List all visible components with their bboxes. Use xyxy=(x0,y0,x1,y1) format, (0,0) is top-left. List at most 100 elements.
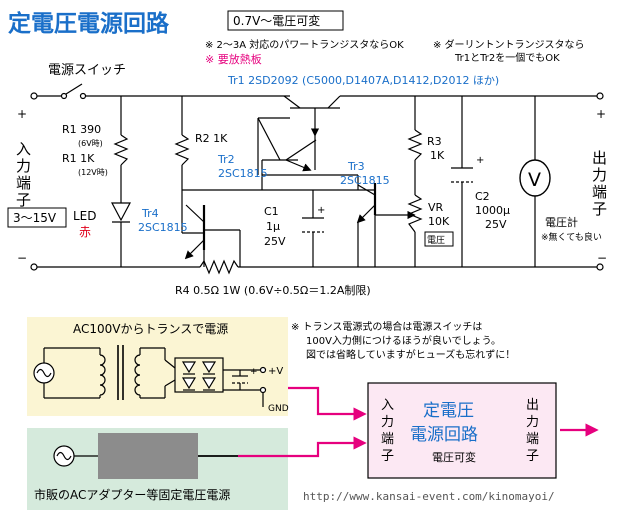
r4-label: R4 0.5Ω 1W (0.6V÷0.5Ω＝1.2A制限) xyxy=(175,284,371,297)
tr2-part: 2SC1815 xyxy=(218,167,268,180)
tr3-name: Tr3 xyxy=(347,160,365,173)
tr4-transistor-icon xyxy=(182,204,206,260)
svg-text:端: 端 xyxy=(381,432,394,447)
svg-text:出: 出 xyxy=(526,398,539,413)
input-terminal-vertical: 入 力 端 子 xyxy=(16,140,31,209)
wiring xyxy=(37,95,597,268)
svg-text:入: 入 xyxy=(381,398,394,413)
c2-name: C2 xyxy=(475,190,490,203)
svg-text:力: 力 xyxy=(526,415,539,430)
tr3-part: 2SC1815 xyxy=(340,174,390,187)
transformer-note-2: 100V入力側につけるほうが良いでしょう。 xyxy=(306,334,501,347)
svg-text:子: 子 xyxy=(592,200,607,218)
svg-text:子: 子 xyxy=(381,449,394,464)
adapter-ac-source-icon xyxy=(53,445,98,467)
transformer-icon xyxy=(99,345,166,400)
led-icon xyxy=(111,202,131,223)
r2-label: R2 1K xyxy=(195,132,228,145)
r1b-note: (12V時) xyxy=(78,168,108,177)
led-label: LED xyxy=(73,209,97,223)
tr3-transistor-icon xyxy=(356,183,377,267)
input-plus: + xyxy=(17,107,27,121)
r1a-label: R1 390 xyxy=(62,123,101,136)
input-range: 3〜15V xyxy=(13,211,57,225)
transformer-title: AC100Vからトランスで電源 xyxy=(73,322,228,336)
r1-resistor-icon xyxy=(113,134,129,166)
transformer-panel xyxy=(27,317,288,416)
voltmeter-symbol: V xyxy=(528,169,541,191)
svg-text:力: 力 xyxy=(592,166,607,184)
box-subtitle: 電圧可変 xyxy=(432,450,476,464)
note-power-transistor: ※ 2〜3A 対応のパワートランジスタならOK xyxy=(205,38,404,51)
transformer-plus-v: +V xyxy=(268,366,283,377)
r3-resistor-icon xyxy=(407,129,423,161)
r3-name: R3 xyxy=(427,135,442,148)
svg-text:子: 子 xyxy=(16,191,31,209)
switch-label: 電源スイッチ xyxy=(48,63,126,78)
svg-text:入: 入 xyxy=(16,140,31,158)
adapter-body xyxy=(98,433,198,479)
c1-plus: + xyxy=(317,205,325,216)
output-terminal-vertical: 出 力 端 子 xyxy=(592,149,607,218)
tr2-name: Tr2 xyxy=(217,153,235,166)
page-title: 定電圧電源回路 xyxy=(8,10,170,37)
transformer-note-1: ※ トランス電源式の場合は電源スイッチは xyxy=(291,320,482,333)
r4-resistor-icon xyxy=(199,259,239,275)
tr4-part: 2SC1815 xyxy=(138,221,188,234)
c1-value: 1μ xyxy=(266,220,280,233)
svg-text:端: 端 xyxy=(16,174,31,192)
c2-plus: + xyxy=(476,155,484,166)
voltmeter-note: ※無くても良い xyxy=(541,231,602,243)
switch-icon xyxy=(60,83,87,100)
voltmeter-icon xyxy=(519,159,551,197)
tr2-transistor-icon xyxy=(257,117,317,172)
svg-text:端: 端 xyxy=(526,432,539,447)
vr-tag-box xyxy=(424,231,454,247)
svg-text:力: 力 xyxy=(381,415,394,430)
r1b-label: R1 1K xyxy=(62,152,95,165)
input-minus: − xyxy=(17,251,27,265)
c1-capacitor-icon xyxy=(302,217,324,233)
vr-potentiometer-icon xyxy=(407,194,423,233)
bridge-rectifier-icon xyxy=(164,357,267,394)
transformer-gnd: GND xyxy=(268,404,289,414)
c2-volt: 25V xyxy=(485,218,507,231)
transformer-note-3: 図では省略していますがヒューズも忘れずに！ xyxy=(306,348,515,361)
r2-resistor-icon xyxy=(174,134,190,166)
input-terminals xyxy=(30,92,604,271)
range-badge: 0.7V〜電圧可変 xyxy=(233,13,320,28)
input-range-box xyxy=(7,207,67,228)
svg-text:子: 子 xyxy=(526,449,539,464)
box-output-label: 出 力 端 子 xyxy=(526,398,539,464)
note-darlington-2: Tr1とTr2を一個でもOK xyxy=(454,51,560,64)
c1-name: C1 xyxy=(264,205,279,218)
tr4-name: Tr4 xyxy=(141,207,159,220)
vr-tag: 電圧 xyxy=(427,235,445,246)
c2-value: 1000μ xyxy=(475,204,510,217)
note-darlington: ※ ダーリントントランジスタなら xyxy=(433,38,585,51)
site-url: http://www.kansai-event.com/kinomayoi/ xyxy=(303,490,555,503)
vr-name: VR xyxy=(428,201,444,214)
output-plus: + xyxy=(596,107,606,121)
voltmeter-label: 電圧計 xyxy=(545,215,578,229)
tr1-transistor-icon xyxy=(258,95,341,137)
note-heatsink: ※ 要放熱板 xyxy=(205,52,262,66)
tr1-label: Tr1 2SD2092 (C5000,D1407A,D1412,D2012 ほか… xyxy=(227,74,499,87)
box-title-1: 定電圧 xyxy=(423,401,474,421)
vr-value: 10K xyxy=(428,215,450,228)
range-badge-box xyxy=(227,10,344,31)
arrow-icon xyxy=(238,386,599,458)
r1a-note: (6V時) xyxy=(78,139,103,148)
led-color: 赤 xyxy=(79,225,91,239)
c1-volt: 25V xyxy=(264,235,286,248)
r3-value: 1K xyxy=(430,149,445,162)
svg-text:出: 出 xyxy=(592,149,607,167)
svg-text:力: 力 xyxy=(16,157,31,175)
regulator-box xyxy=(367,382,557,479)
box-title-2: 電源回路 xyxy=(410,425,478,445)
output-minus: − xyxy=(597,251,607,265)
box-input-label: 入 力 端 子 xyxy=(381,398,394,464)
c2-capacitor-icon xyxy=(451,167,473,183)
transformer-plus-sign: + xyxy=(250,367,258,377)
